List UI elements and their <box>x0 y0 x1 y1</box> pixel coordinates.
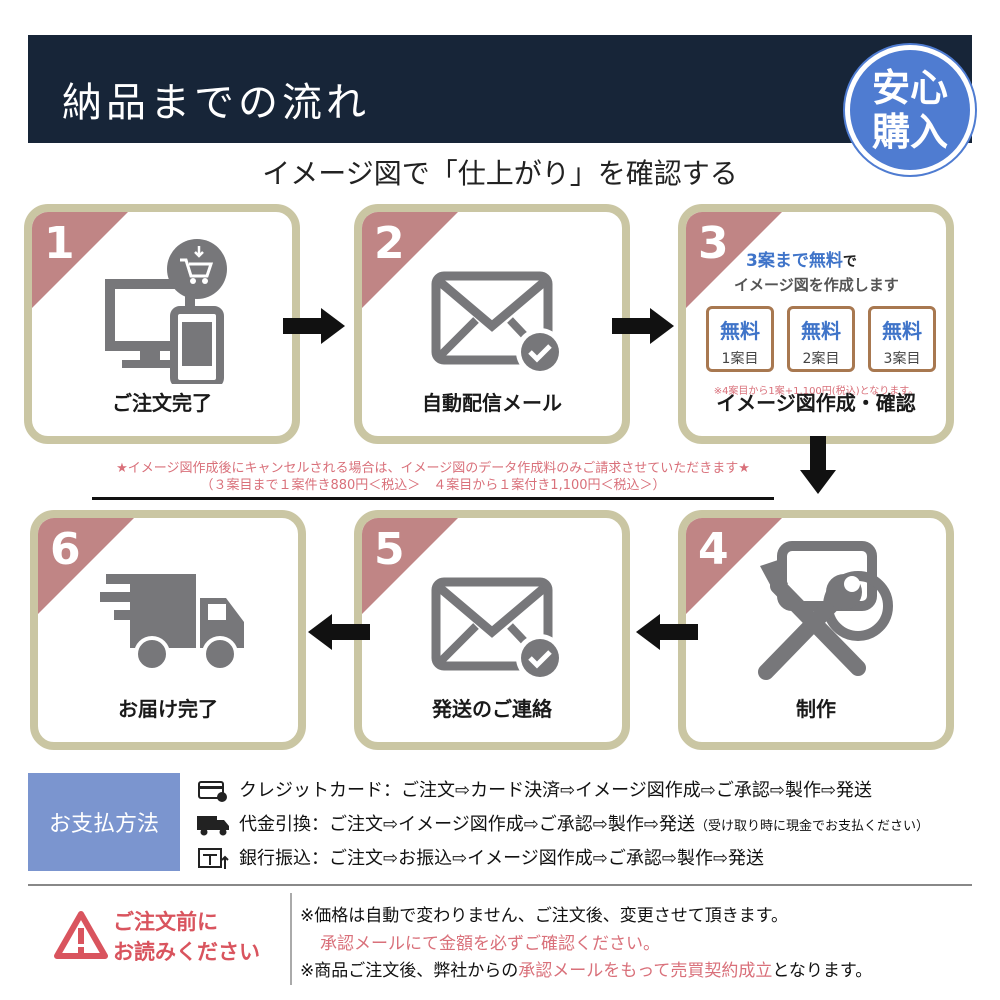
cancel-note-line2: （３案目まで１案件き880円＜税込＞ ４案目から１案付き1,100円＜税込＞） <box>200 478 666 493</box>
header-bar <box>28 35 972 143</box>
arrow-right-icon <box>612 308 674 344</box>
divider-line <box>92 497 774 500</box>
plan-free: 無料 <box>720 319 760 343</box>
plan-name: 1案目 <box>721 351 759 367</box>
notice-1: ※価格は自動で変わりません、ご注文後、変更させて頂きます。 <box>300 906 789 926</box>
step-number: 3 <box>698 218 729 269</box>
notice-3-c: となります。 <box>772 961 873 981</box>
step-number: 6 <box>50 524 81 575</box>
step-2-card: 2 自動配信メール <box>354 204 630 444</box>
warning-line2: お読みください <box>113 940 260 964</box>
arrow-left-icon <box>636 614 698 650</box>
plan-box: 無料 3案目 <box>868 306 936 372</box>
plan-free: 無料 <box>801 319 841 343</box>
plan-name: 2案目 <box>802 351 840 367</box>
mail-check-icon <box>431 271 564 376</box>
step-4-card: 4 制作 <box>678 510 954 750</box>
step-label: ご注文完了 <box>112 391 212 415</box>
step-corner <box>362 212 458 308</box>
warning-text: ご注文前に お読みください <box>113 907 260 967</box>
arrow-right-icon <box>283 308 345 344</box>
step-label: 発送のご連絡 <box>432 697 552 721</box>
notice-3: ※商品ご注文後、弊社からの承認メールをもって売買契約成立となります。 <box>300 956 872 981</box>
badge-line1: 安心 <box>871 66 948 110</box>
step-1-card: 1 ご注文完了 <box>24 204 300 444</box>
free-headline: 3案まで無料で <box>746 246 857 271</box>
step-label: 制作 <box>796 697 836 721</box>
payment-title: お支払方法 <box>28 773 180 871</box>
step-number: 4 <box>698 524 729 575</box>
step-5-card: 5 発送のご連絡 <box>354 510 630 750</box>
step-corner <box>686 212 782 308</box>
subtitle: イメージ図で「仕上がり」を確認する <box>262 157 738 190</box>
bank-transfer-icon <box>198 848 229 869</box>
computer-cart-icon <box>105 239 227 384</box>
step-3-card: 3 3案まで無料で イメージ図を作成します 無料 1案目 無料 2案目 無料 3… <box>678 204 954 444</box>
payment-row-text: 銀行振込：ご注文⇨お振込⇨イメージ図作成⇨ご承認⇨製作⇨発送 <box>239 848 765 869</box>
step-number: 5 <box>374 524 405 575</box>
arrow-left-icon <box>308 614 370 650</box>
vertical-divider <box>290 893 292 985</box>
plan-box: 無料 2案目 <box>787 306 855 372</box>
cancel-note: ★イメージ図作成後にキャンセルされる場合は、イメージ図のデータ作成料のみご請求さ… <box>0 460 866 494</box>
step-label: イメージ図作成・確認 <box>716 391 916 415</box>
notice-3-a: ※商品ご注文後、弊社からの <box>300 961 519 981</box>
warning-icon <box>54 911 108 959</box>
free-headline-blue: 3案まで無料 <box>746 251 843 271</box>
plan-name: 3案目 <box>883 351 921 367</box>
step-number: 1 <box>44 218 75 269</box>
mail-check-icon <box>431 577 564 682</box>
step-6-card: 6 お届け完了 <box>30 510 306 750</box>
arrow-down-icon <box>800 436 836 494</box>
plan-box: 無料 1案目 <box>706 306 774 372</box>
plan-note: ※4案目から1案+1,100円(税込)となります。 <box>713 386 919 397</box>
credit-card-icon <box>198 781 227 802</box>
notice-2: 承認メールにて金額を必ずご確認ください。 <box>320 934 660 954</box>
warning-line1: ご注文前に <box>113 910 218 934</box>
step-corner <box>362 518 458 614</box>
notice-3-b: 承認メールをもって売買契約成立 <box>518 961 773 981</box>
tools-icon <box>758 541 893 680</box>
badge-line2: 購入 <box>871 110 948 154</box>
payment-row-cod: 代金引換：ご注文⇨イメージ図作成⇨ご承認⇨製作⇨発送（受け取り時に現金でお支払く… <box>195 810 929 837</box>
payment-row-credit: クレジットカード：ご注文⇨カード決済⇨イメージ図作成⇨ご承認⇨製作⇨発送 <box>195 776 872 803</box>
payment-row-note: （受け取り時に現金でお支払ください） <box>694 819 929 834</box>
page-title: 納品までの流れ <box>62 80 370 126</box>
cod-truck-icon <box>197 816 229 836</box>
plan-free: 無料 <box>882 319 922 343</box>
payment-row-text: 代金引換：ご注文⇨イメージ図作成⇨ご承認⇨製作⇨発送 <box>239 814 695 835</box>
free-headline-suffix: で <box>842 254 857 270</box>
section-divider <box>28 884 972 886</box>
payment-row-bank: 銀行振込：ご注文⇨お振込⇨イメージ図作成⇨ご承認⇨製作⇨発送 <box>195 844 764 871</box>
cancel-note-line1: ★イメージ図作成後にキャンセルされる場合は、イメージ図のデータ作成料のみご請求さ… <box>116 461 750 476</box>
truck-icon <box>100 574 244 672</box>
step-label: お届け完了 <box>118 697 218 721</box>
payment-row-text: クレジットカード：ご注文⇨カード決済⇨イメージ図作成⇨ご承認⇨製作⇨発送 <box>239 780 873 801</box>
step-number: 2 <box>374 218 405 269</box>
anshin-badge: 安心 購入 <box>845 45 975 175</box>
step-label: 自動配信メール <box>422 391 562 415</box>
free-headline-2: イメージ図を作成します <box>734 276 899 294</box>
